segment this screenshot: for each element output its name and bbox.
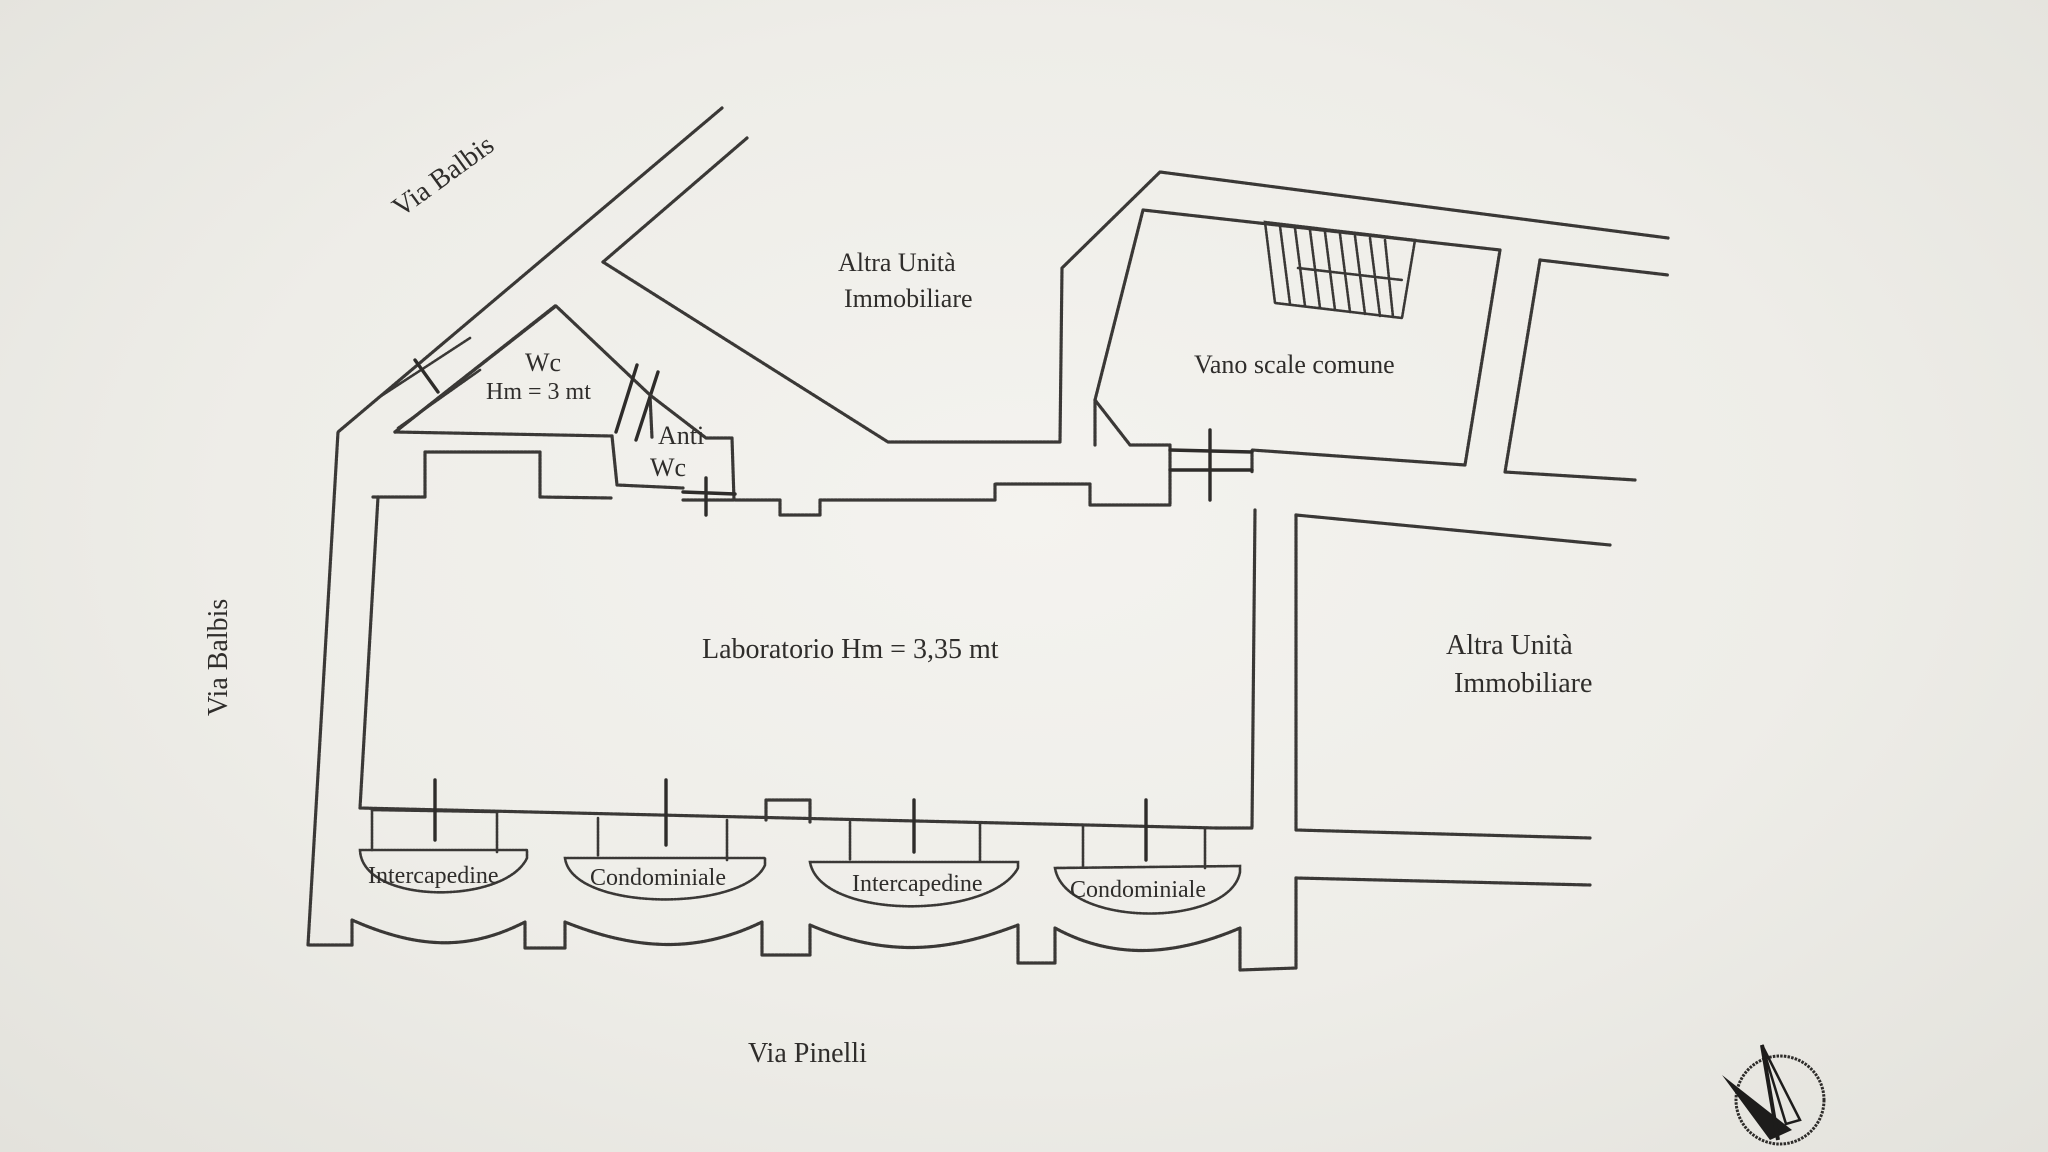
right-unit-label-line1: Altra Unità	[1446, 630, 1573, 661]
front-bay-1	[358, 778, 529, 894]
wc-bottom-wall	[393, 430, 614, 438]
anti-wc-label-line1: Anti	[658, 421, 705, 450]
right-unit-label-line2: Immobiliare	[1454, 668, 1593, 699]
lab-east-wall	[1214, 508, 1257, 830]
anti-wc-walls	[648, 393, 736, 502]
front-bay-3	[808, 798, 1020, 908]
upper-unit-label-line2: Immobiliare	[844, 284, 973, 313]
wc-height-label: Hm = 3 mt	[486, 379, 591, 405]
front-bay-2	[563, 778, 767, 901]
staircase	[1263, 220, 1417, 320]
right-unit-south-wall	[1294, 876, 1592, 887]
lab-west-wall	[358, 495, 1218, 830]
wc-room-walls	[393, 304, 654, 440]
via-balbis-vertical-label: Via Balbis	[203, 598, 234, 716]
right-unit-north-wall	[1294, 513, 1612, 547]
front-bay-1-label: Intercapedine	[368, 863, 499, 889]
wc-name-label: Wc	[525, 348, 562, 377]
laboratorio-label: Laboratorio Hm = 3,35 mt	[702, 634, 999, 665]
upper-unit-diagonal-wall	[601, 170, 1670, 444]
compass-north-arrow-icon	[1722, 1044, 1826, 1146]
via-balbis-outer-wall	[306, 106, 724, 947]
front-bay-4	[1053, 798, 1242, 915]
stair-hall-top-right-wall	[1538, 258, 1670, 277]
wc-door	[614, 363, 660, 442]
via-pinelli-label: Via Pinelli	[748, 1038, 867, 1069]
anti-wc-door	[681, 476, 737, 517]
stair-hall-recess	[1093, 398, 1172, 447]
upper-unit-label-line1: Altra Unità	[838, 248, 956, 277]
front-piers	[764, 798, 812, 824]
right-unit-west-wall	[1294, 513, 1592, 840]
lab-north-wall-west	[371, 450, 614, 500]
right-corner-wall	[1238, 876, 1298, 972]
front-facade-wall	[350, 918, 1242, 965]
vano-scale-label: Vano scale comune	[1194, 350, 1395, 379]
stair-hall-east-wall	[1503, 258, 1637, 482]
front-bay-4-label: Condominiale	[1070, 877, 1206, 903]
anti-wc-label-line2: Wc	[650, 453, 687, 482]
lab-north-wall-east	[733, 443, 1172, 517]
wc-window	[376, 336, 482, 430]
anti-wc-left-wall	[610, 434, 685, 490]
via-balbis-inner-wall	[601, 136, 749, 264]
front-bay-3-label: Intercapedine	[852, 871, 983, 897]
stair-hall-door	[1168, 428, 1254, 502]
front-bay-2-label: Condominiale	[590, 865, 726, 891]
